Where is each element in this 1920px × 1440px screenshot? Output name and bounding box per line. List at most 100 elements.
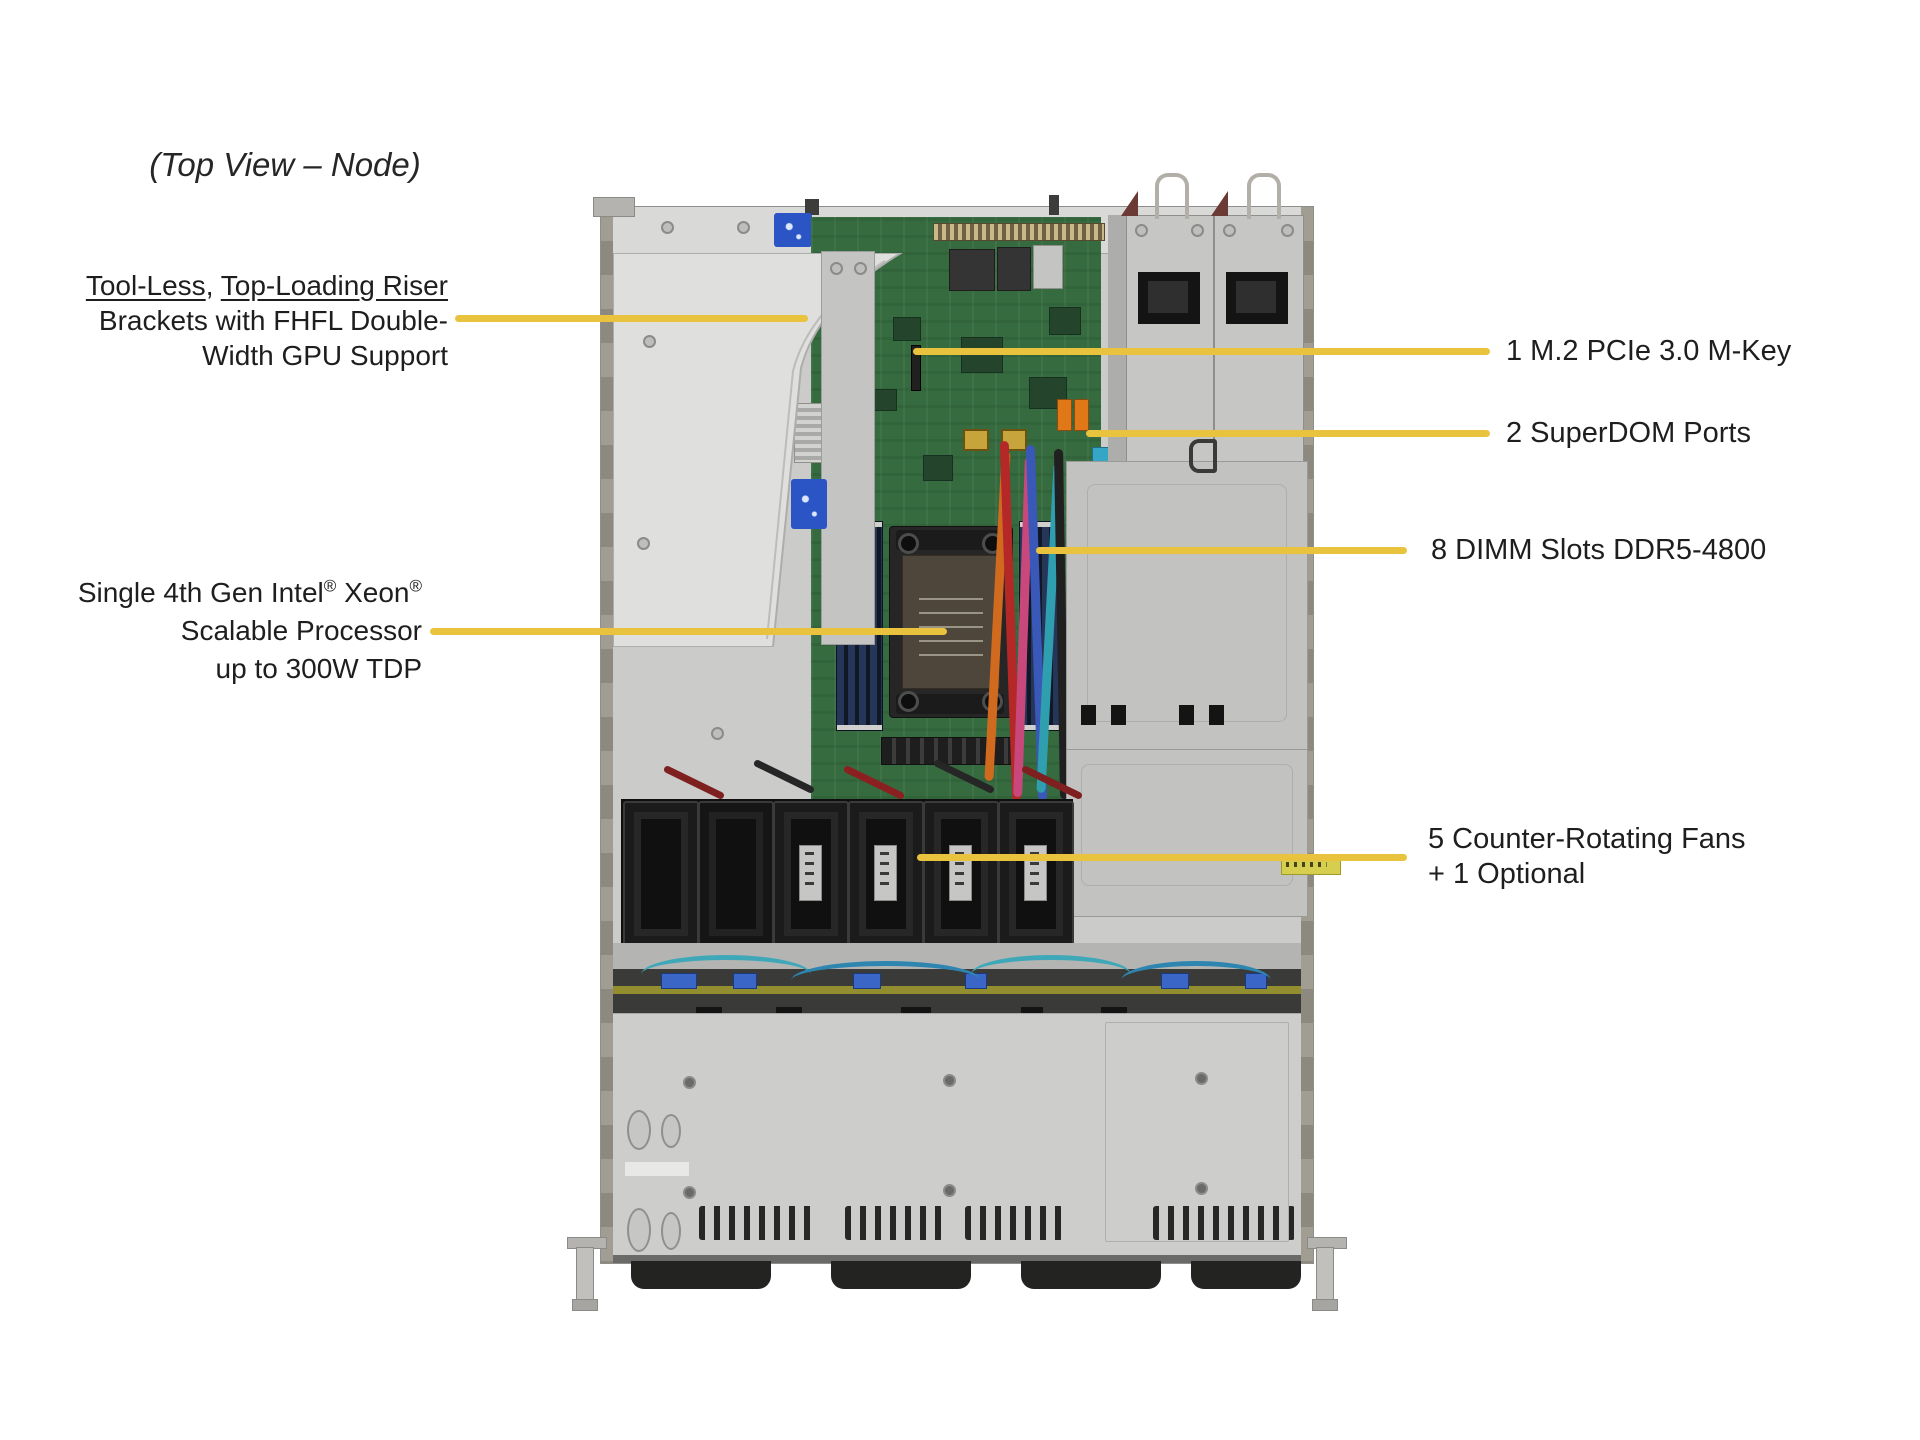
fan-row [621, 799, 1074, 947]
service-sticker [774, 213, 812, 247]
riser-label-line2: Brackets with FHFL Double- [98, 305, 448, 336]
chip [961, 337, 1003, 373]
sata-cable [1121, 961, 1271, 1000]
screw [1223, 224, 1236, 237]
server-chassis [567, 173, 1347, 1311]
power-distribution-box [1066, 749, 1308, 917]
screw [661, 221, 674, 234]
superdom-ports [1057, 399, 1072, 431]
d-ring-latch [1189, 439, 1217, 473]
oval-cutout [661, 1114, 681, 1148]
fan-cable [662, 764, 726, 801]
cpu-label-line2: Scalable Processor [180, 615, 422, 646]
rack-handle-right [1307, 1237, 1347, 1317]
riser-label-line1: Tool-Less, Top-Loading Riser [20, 268, 448, 303]
rear-port-module [1033, 245, 1063, 289]
psu-handle [1155, 173, 1189, 219]
riser-label-separator: , [205, 270, 221, 301]
drive-bay-cover [613, 1013, 1301, 1260]
psu-2 [1214, 215, 1304, 463]
diagram-title: (Top View – Node) [149, 146, 421, 183]
chip [1049, 307, 1081, 335]
fan-module [848, 801, 924, 947]
fans-label-line1: 5 Counter-Rotating Fans [1428, 823, 1746, 855]
hinge-bracket [593, 197, 635, 217]
vent-slots [1153, 1206, 1295, 1240]
callout-line-dimm [1036, 547, 1407, 554]
ethernet-port [997, 247, 1031, 291]
callout-line-cpu [430, 628, 947, 635]
cpu-label-plate [902, 555, 1000, 689]
sata-cable [791, 961, 981, 1000]
cable-bundle [984, 440, 1077, 811]
screw [1195, 1182, 1208, 1195]
latch [805, 199, 819, 215]
small-label [625, 1162, 689, 1176]
callout-label-superdom: 2 SuperDOM Ports [1506, 417, 1751, 449]
vent-slots [965, 1206, 1063, 1240]
heatsink-clamp [896, 694, 1004, 714]
riser-bracket [821, 251, 875, 645]
fan-module [923, 801, 999, 947]
chip [893, 317, 921, 341]
callout-label-fans: 5 Counter-Rotating Fans + 1 Optional [1428, 822, 1746, 892]
screw [737, 221, 750, 234]
psu-fan-opening [1138, 272, 1200, 324]
callout-label-cpu: Single 4th Gen Intel® Xeon® Scalable Pro… [40, 574, 422, 688]
psu-handle [1247, 173, 1281, 219]
chassis-rail-left [601, 207, 613, 1263]
screw [943, 1074, 956, 1087]
screw [637, 537, 650, 550]
screw [943, 1184, 956, 1197]
callout-label-dimm: 8 DIMM Slots DDR5-4800 [1431, 534, 1767, 566]
fan-label-sticker [874, 845, 897, 901]
vent-slots [699, 1206, 819, 1240]
latch [1049, 195, 1059, 215]
riser-label-part1: Tool-Less [85, 270, 206, 301]
psu-fan-opening [1226, 272, 1288, 324]
sata-cable [641, 955, 811, 994]
stamped-panel-line [1087, 484, 1287, 722]
vent-slots [845, 1206, 943, 1240]
stamped-panel-line [1105, 1022, 1289, 1242]
heatsink-screw [898, 533, 919, 554]
riser-label-line3: Width GPU Support [202, 340, 448, 371]
callout-line-riser [455, 315, 808, 322]
ethernet-port [949, 249, 995, 291]
cpu-label-line1: Single 4th Gen Intel® Xeon® [40, 574, 422, 612]
heatsink-clamp [896, 530, 1004, 550]
connector-block [1179, 705, 1194, 725]
cpu-label-l1b: Xeon [336, 577, 410, 608]
callout-line-superdom [1086, 430, 1490, 437]
riser-label-part2: Top-Loading Riser [220, 270, 448, 301]
fan-slot-optional [698, 801, 774, 947]
callout-line-fans [917, 854, 1407, 861]
screw [1195, 1072, 1208, 1085]
screw [1191, 224, 1204, 237]
service-sticker [791, 479, 827, 529]
callout-line-m2 [913, 348, 1490, 355]
screw [830, 262, 843, 275]
registered-mark: ® [323, 576, 337, 596]
screw [643, 335, 656, 348]
fan-module [773, 801, 849, 947]
fan-cable [752, 758, 816, 795]
screw [1281, 224, 1294, 237]
stamped-panel-line [1081, 764, 1293, 886]
cpu-label-l1a: Single 4th Gen Intel [77, 577, 324, 608]
m2-slot [911, 345, 921, 391]
front-drive-silhouette [1191, 1261, 1301, 1289]
psu-release-clip [1211, 191, 1228, 216]
gold-pad [963, 429, 989, 451]
superdom-ports [1074, 399, 1089, 431]
oval-cutout [627, 1110, 651, 1150]
front-drive-silhouette [831, 1261, 971, 1289]
screw [854, 262, 867, 275]
front-edge [613, 1255, 1301, 1263]
psu-release-clip [1121, 191, 1138, 216]
front-drive-silhouette [1021, 1261, 1161, 1289]
screw [683, 1186, 696, 1199]
fans-label-line2: + 1 Optional [1428, 858, 1586, 890]
psu-bay-gap [1108, 215, 1126, 461]
